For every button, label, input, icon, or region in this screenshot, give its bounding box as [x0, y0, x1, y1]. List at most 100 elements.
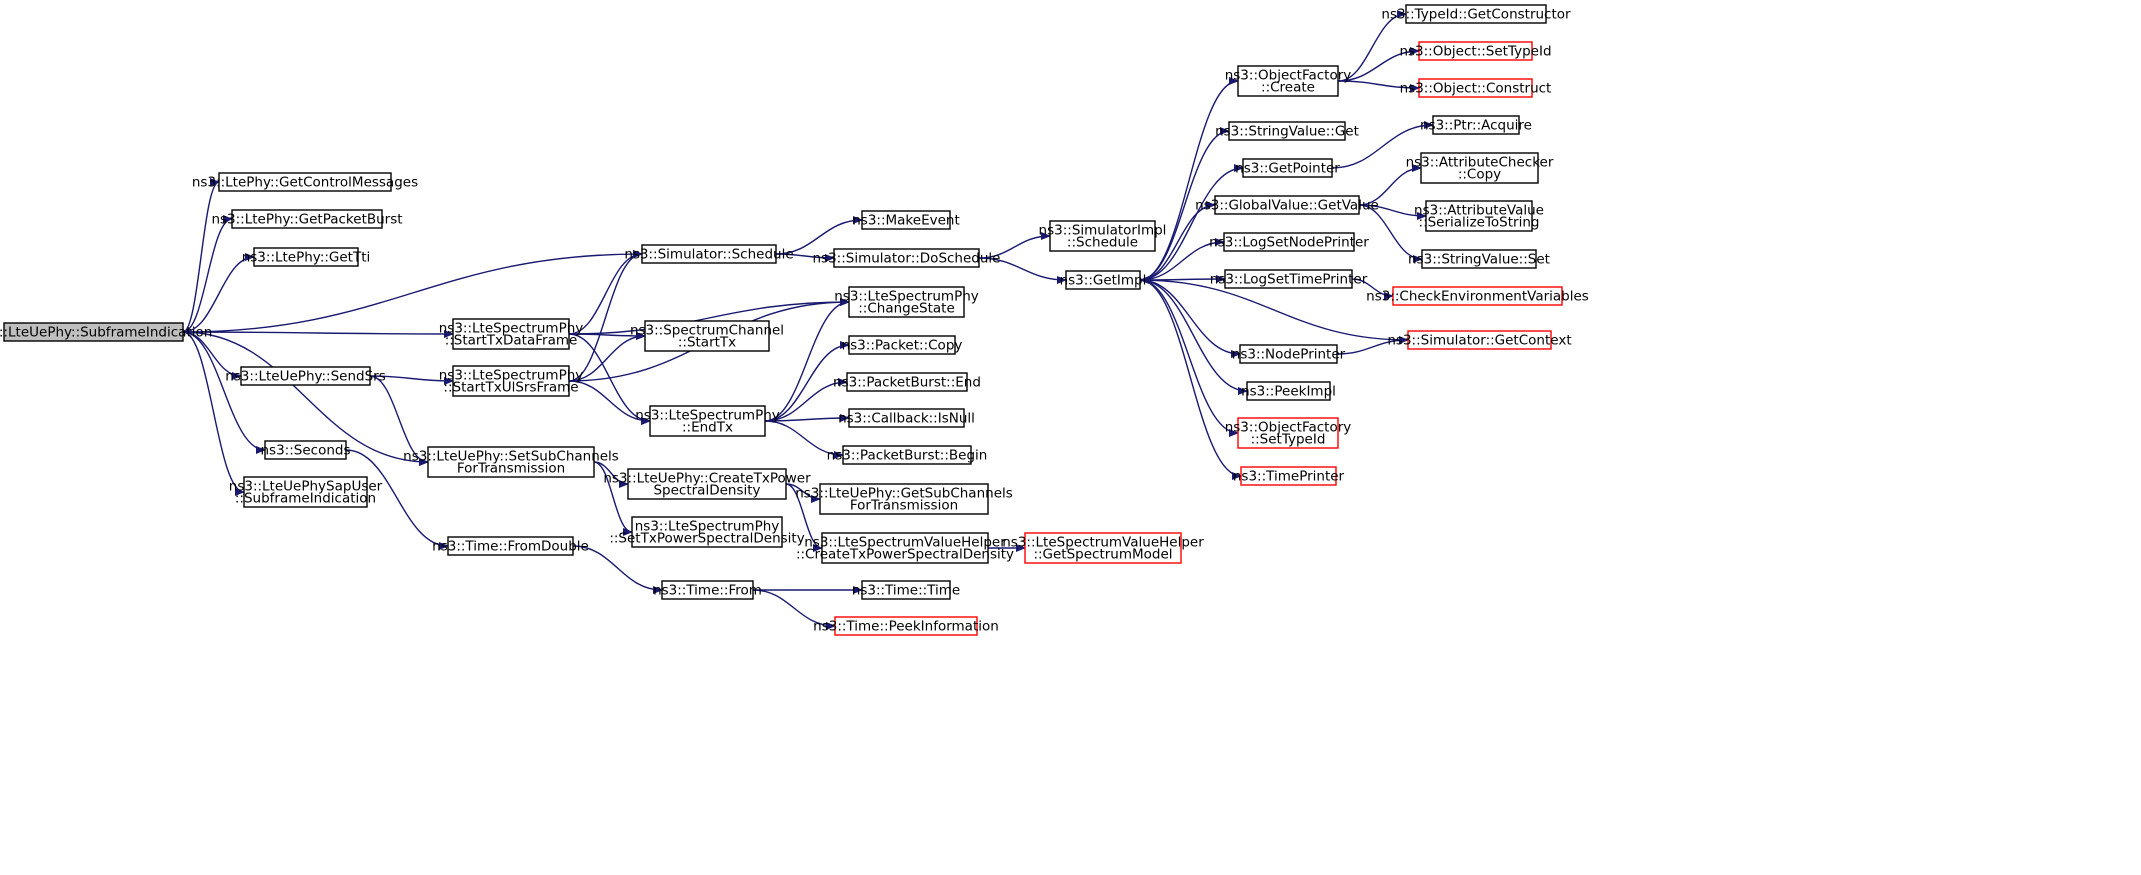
edge-ofcreate-to-objsettypeid	[1337, 47, 1420, 82]
node-box	[1237, 417, 1339, 449]
node-simimplschedule[interactable]: ns3::SimulatorImpl::Schedule	[1039, 220, 1167, 252]
edge-endtx-to-changestate	[764, 298, 850, 422]
edge-endtx-to-pbend	[764, 378, 848, 422]
node-attrvalueser[interactable]: ns3::AttributeValue::SerializeToString	[1414, 200, 1544, 232]
node-logsetnode[interactable]: ns3::LogSetNodePrinter	[1209, 232, 1369, 252]
node-getsubch[interactable]: ns3::LteUePhy::GetSubChannelsForTransmis…	[795, 483, 1013, 515]
edge-starttxdata-to-schedule	[568, 250, 643, 335]
node-label: ns3::PeekImpl	[1241, 384, 1336, 400]
edge-root-to-gettti	[182, 253, 255, 333]
edge-schedule-to-makeevent	[775, 216, 863, 255]
node-label: ns3::GetImpl	[1060, 273, 1147, 289]
node-attrcheckercopy[interactable]: ns3::AttributeChecker::Copy	[1406, 152, 1554, 184]
node-starttxdata[interactable]: ns3::LteSpectrumPhy::StartTxDataFrame	[439, 318, 584, 350]
edge-endtx-to-packetcopy	[764, 341, 850, 422]
node-pbbegin[interactable]: ns3::PacketBurst::Begin	[827, 445, 988, 465]
node-cbisnull[interactable]: ns3::Callback::IsNull	[838, 408, 975, 428]
node-root[interactable]: ns3::LteUePhy::SubframeIndication	[0, 322, 212, 342]
node-getspectrummodel[interactable]: ns3::LteSpectrumValueHelper::GetSpectrum…	[1002, 532, 1204, 564]
node-starttxul[interactable]: ns3::LteSpectrumPhy::StartTxUlSrsFrame	[439, 365, 584, 397]
node-doschedule[interactable]: ns3::Simulator::DoSchedule	[813, 248, 1001, 268]
node-box	[1246, 381, 1331, 401]
node-sapuser[interactable]: ns3::LteUePhySapUser::SubframeIndication	[229, 476, 383, 508]
node-box	[834, 616, 978, 636]
node-box	[1420, 152, 1539, 184]
node-logsettime[interactable]: ns3::LogSetTimePrinter	[1210, 269, 1368, 289]
node-pbend[interactable]: ns3::PacketBurst::End	[833, 372, 981, 392]
node-nodeprinter[interactable]: ns3::NodePrinter	[1232, 344, 1346, 364]
edge-starttxul-to-schedule	[568, 250, 643, 382]
node-label: ::Schedule	[1067, 235, 1138, 251]
node-packetcopy[interactable]: ns3::Packet::Copy	[842, 335, 963, 355]
node-checkenv[interactable]: ns3::CheckEnvironmentVariables	[1366, 286, 1589, 306]
edge-getimpl-to-logsetnode	[1139, 238, 1225, 281]
node-label: ns3::Simulator::DoSchedule	[813, 251, 1001, 267]
node-ofcreate[interactable]: ns3::ObjectFactory::Create	[1225, 65, 1352, 97]
edge-fromdouble-to-timefrom	[572, 545, 663, 594]
node-getimpl[interactable]: ns3::GetImpl	[1060, 270, 1147, 290]
node-schedule[interactable]: ns3::Simulator::Schedule	[624, 244, 794, 264]
node-setsubch[interactable]: ns3::LteUePhy::SetSubChannelsForTransmis…	[403, 446, 619, 478]
node-changestate[interactable]: ns3::LteSpectrumPhy::ChangeState	[834, 286, 979, 318]
node-timetime[interactable]: ns3::Time::Time	[852, 580, 960, 600]
node-peekimpl[interactable]: ns3::PeekImpl	[1241, 381, 1336, 401]
node-box	[1405, 4, 1547, 24]
node-label: ::SetTypeId	[1251, 432, 1326, 448]
node-stringset[interactable]: ns3::StringValue::Set	[1408, 249, 1550, 269]
node-box	[1237, 65, 1339, 97]
node-valhelpercreate[interactable]: ns3::LteSpectrumValueHelper::CreateTxPow…	[796, 532, 1014, 564]
node-label: ns3::GetPointer	[1235, 161, 1340, 177]
node-label: ::ChangeState	[858, 301, 955, 317]
edge-starttxul-to-endtx	[568, 380, 651, 425]
node-box	[861, 210, 951, 230]
node-sendsrs[interactable]: ns3::LteUePhy::SendSrs	[225, 366, 386, 386]
node-makeevent[interactable]: ns3::MakeEvent	[852, 210, 960, 230]
node-createtxpsd[interactable]: ns3::LteUePhy::CreateTxPowerSpectralDens…	[603, 468, 811, 500]
edge-root-to-sapuser	[182, 331, 245, 496]
node-ptracquire[interactable]: ns3::Ptr::Acquire	[1420, 115, 1532, 135]
node-objconstruct[interactable]: ns3::Object::Construct	[1400, 78, 1552, 98]
node-timeprinter[interactable]: ns3::TimePrinter	[1233, 466, 1345, 486]
node-typeidgetctor[interactable]: ns3::TypeId::GetConstructor	[1381, 4, 1571, 24]
node-label: ns3::Ptr::Acquire	[1420, 118, 1532, 134]
edge-seconds-to-fromdouble	[345, 449, 449, 550]
node-box	[1421, 249, 1537, 269]
edge-getimpl-to-stringget	[1139, 127, 1230, 281]
node-box	[842, 445, 972, 465]
node-box	[649, 405, 766, 437]
node-timefrom[interactable]: ns3::Time::From	[653, 580, 762, 600]
edge-createtxpsd-to-valhelpercreate	[785, 483, 823, 552]
node-getpointer[interactable]: ns3::GetPointer	[1235, 158, 1340, 178]
node-peekinfo[interactable]: ns3::Time::PeekInformation	[813, 616, 999, 636]
node-getcontext[interactable]: ns3::Simulator::GetContext	[1387, 330, 1572, 350]
node-box	[819, 483, 989, 515]
node-label: ns3::Time::From	[653, 583, 762, 599]
node-box	[846, 372, 968, 392]
node-label: ns3::StringValue::Set	[1408, 252, 1550, 268]
node-label: ns3::Time::PeekInformation	[813, 619, 999, 635]
node-seconds[interactable]: ns3::Seconds	[261, 440, 351, 460]
edge-getimpl-to-ofsettypeid	[1139, 279, 1239, 437]
node-fromdouble[interactable]: ns3::Time::FromDouble	[432, 536, 589, 556]
node-endtx[interactable]: ns3::LteSpectrumPhy::EndTx	[635, 405, 780, 437]
node-settxpsd[interactable]: ns3::LteSpectrumPhy::SetTxPowerSpectralD…	[609, 516, 805, 548]
node-gettti[interactable]: ns3::LtePhy::GetTti	[242, 247, 371, 267]
node-label: ns3::Packet::Copy	[842, 338, 963, 354]
node-box	[1223, 232, 1355, 252]
node-box	[427, 446, 595, 478]
node-stringget[interactable]: ns3::StringValue::Get	[1215, 121, 1359, 141]
node-label: ns3::LteSpectrumPhy	[439, 321, 584, 337]
node-box	[3, 322, 184, 342]
node-gvgetvalue[interactable]: ns3::GlobalValue::GetValue	[1195, 195, 1379, 215]
node-getcontrol[interactable]: ns3::LtePhy::GetControlMessages	[192, 172, 418, 192]
edge-getpointer-to-ptracquire	[1331, 121, 1434, 169]
edge-ofcreate-to-typeidgetctor	[1337, 10, 1407, 82]
node-ofsettypeid[interactable]: ns3::ObjectFactory::SetTypeId	[1225, 417, 1352, 449]
edge-root-to-seconds	[182, 331, 266, 454]
node-objsettypeid[interactable]: ns3::Object::SetTypeId	[1399, 41, 1552, 61]
node-getpacketburst[interactable]: ns3::LtePhy::GetPacketBurst	[211, 209, 403, 229]
node-box	[240, 366, 371, 386]
node-label: ::StartTxUlSrsFrame	[443, 380, 578, 396]
node-spectrumstart[interactable]: ns3::SpectrumChannel::StartTx	[630, 320, 784, 352]
node-box	[264, 440, 347, 460]
